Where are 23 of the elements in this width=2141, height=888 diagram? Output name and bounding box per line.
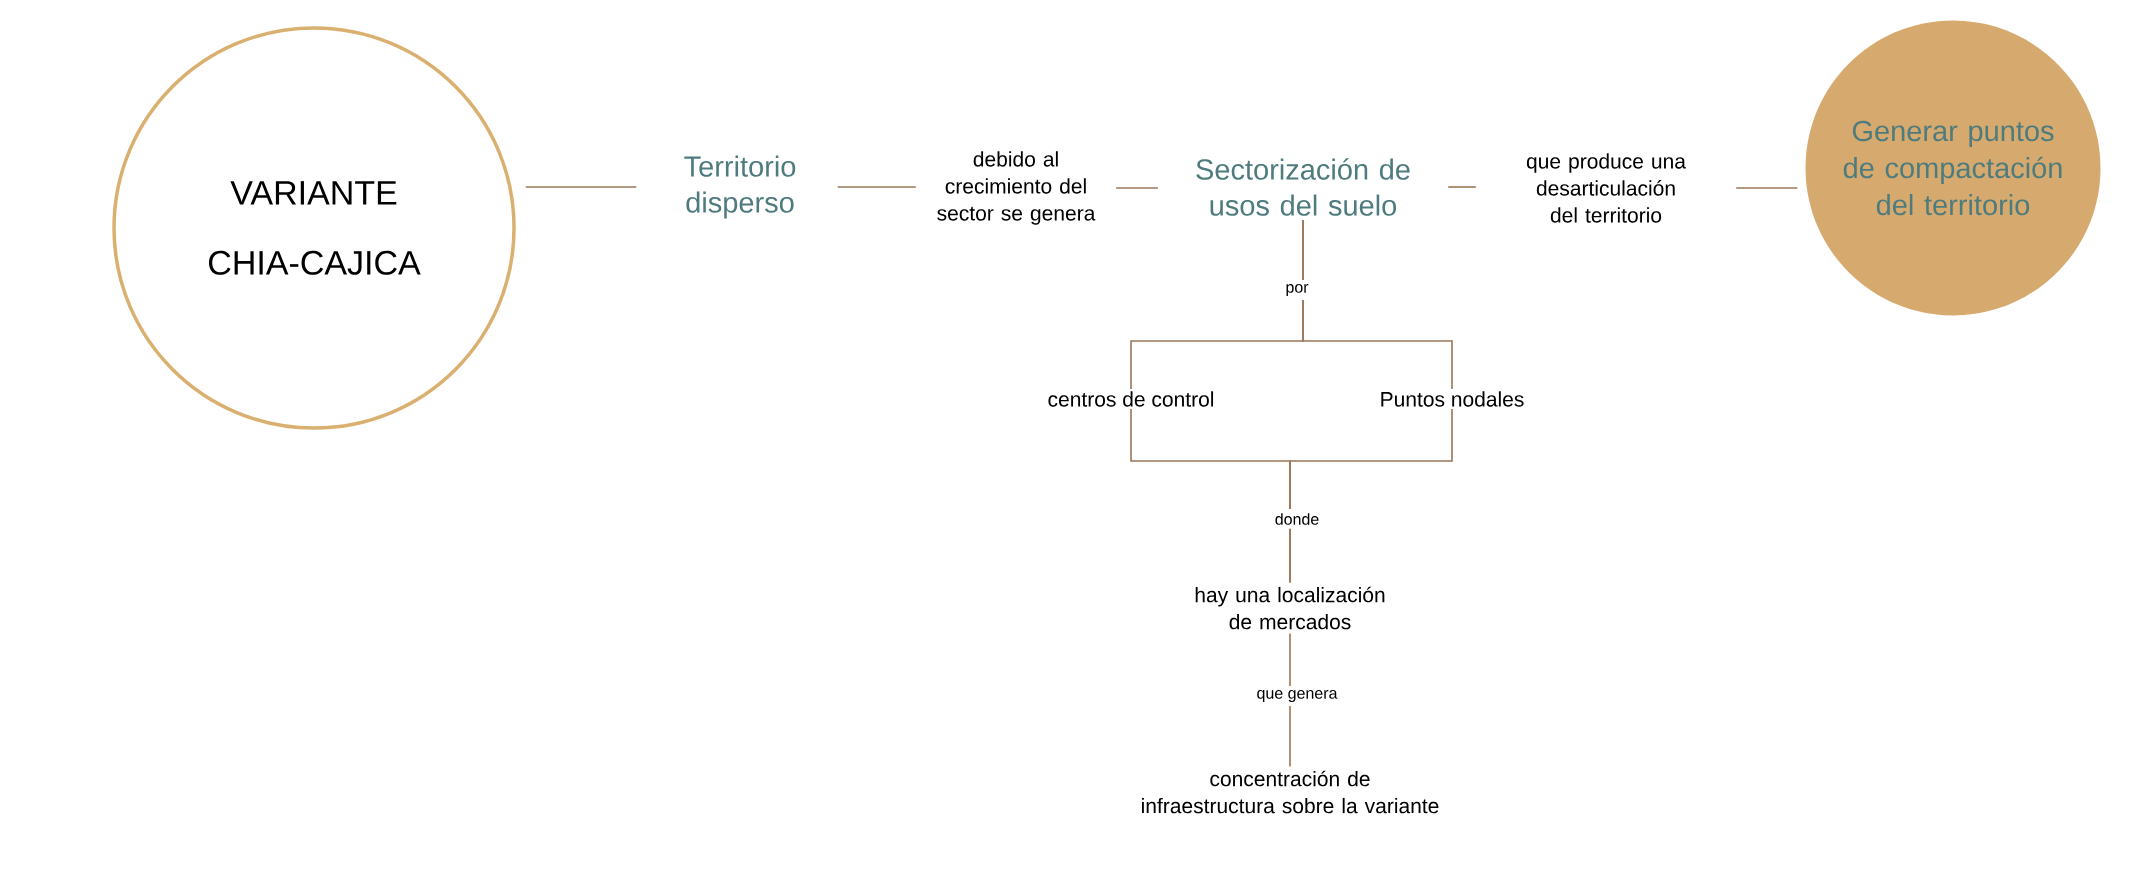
- connector-line: [1302, 219, 1453, 390]
- connector-line: [836, 186, 917, 188]
- concept-text: concentración de infraestructura sobre la variante: [1142, 770, 1439, 814]
- connector-text: que produce una desarticulación del territorio: [1526, 153, 1686, 223]
- connector-line: [1735, 187, 1799, 189]
- connector-line: [1115, 187, 1159, 189]
- concept-text: Sectorización de usos del suelo: [1196, 158, 1410, 216]
- concept-text: Territorio disperso: [684, 155, 796, 219]
- concept-text: Puntos nodales: [1381, 391, 1524, 407]
- goal-circle: [1805, 20, 2101, 316]
- edge-label: que genera: [1252, 686, 1342, 706]
- concept-text: centros de control: [1048, 391, 1214, 407]
- title-circle: [112, 26, 516, 430]
- title-text: CHIA-CAJICA: [209, 250, 421, 275]
- concept-text: hay una localización de mercados: [1195, 586, 1385, 630]
- edge-label: por: [1281, 280, 1313, 300]
- edge-label: donde: [1270, 509, 1324, 529]
- connector-line: [1289, 408, 1453, 584]
- connector-line: [524, 186, 638, 188]
- goal-text: Generar puntos de compactación del territorio: [1843, 120, 2062, 216]
- connector-line: [1447, 186, 1477, 188]
- connector-text: debido al crecimiento del sector se genera: [937, 151, 1096, 225]
- title-text: VARIANTE: [230, 181, 397, 205]
